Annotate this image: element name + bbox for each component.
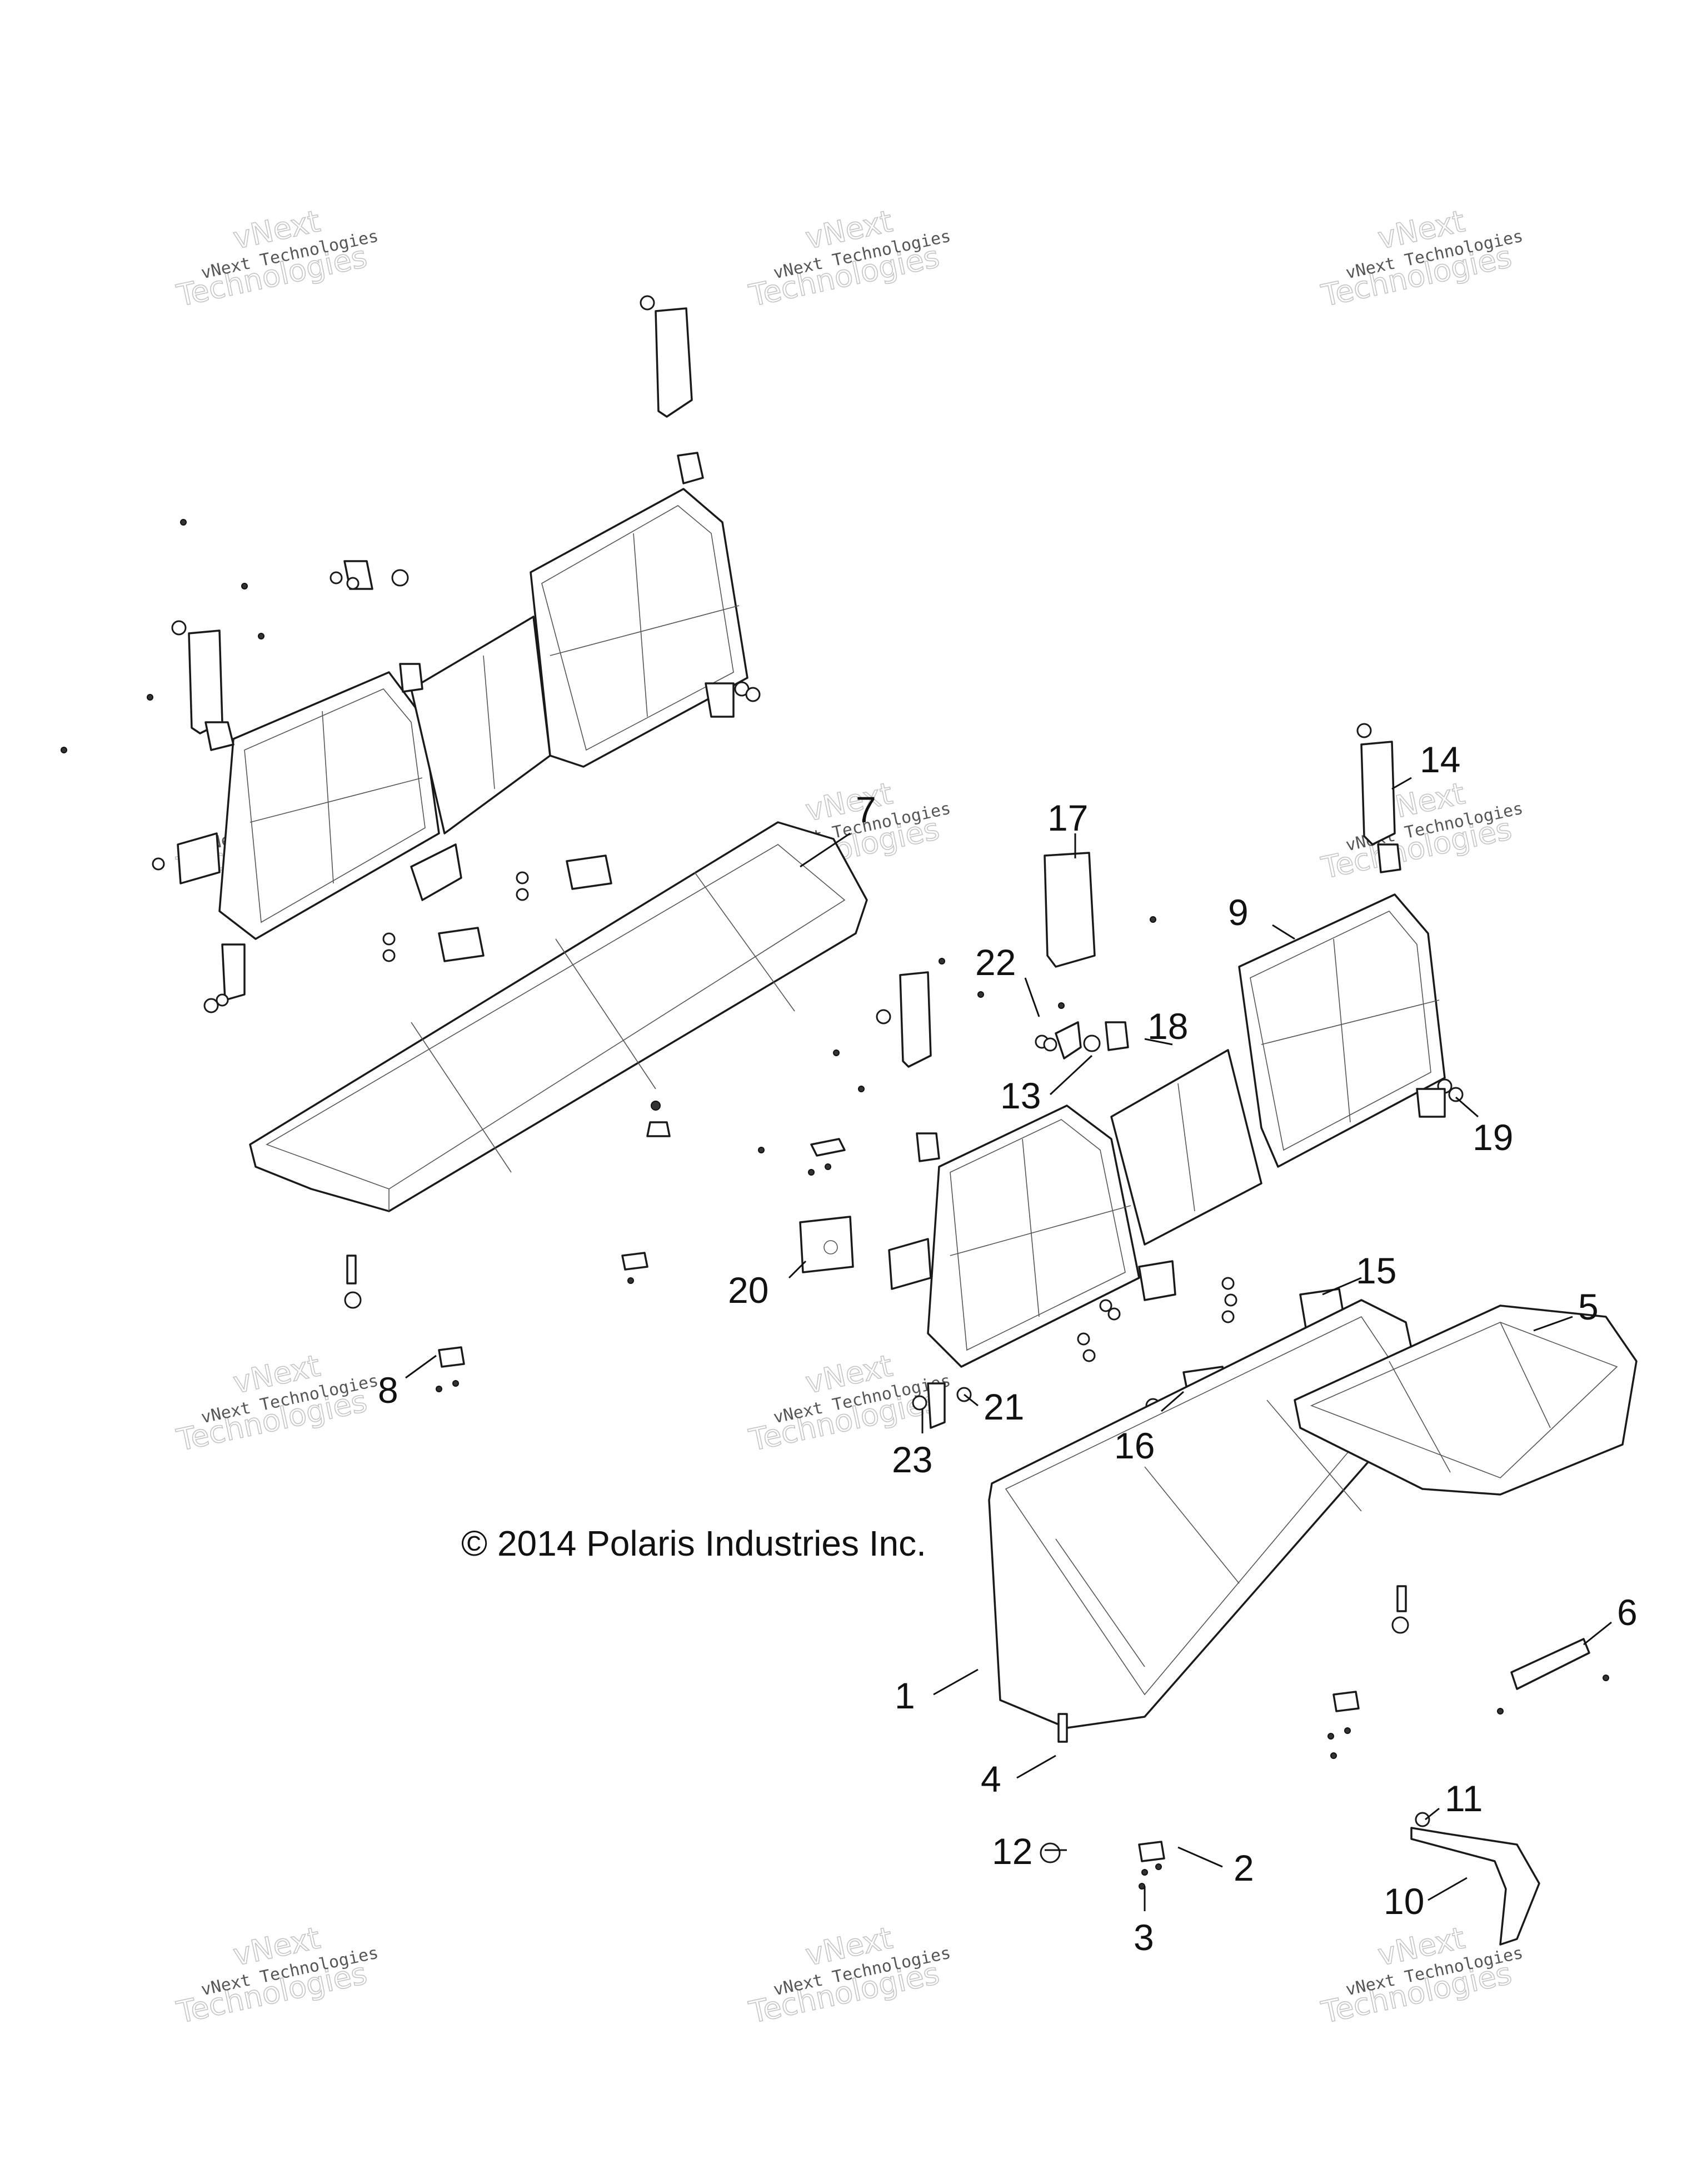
callout-21: 21	[984, 1386, 1024, 1427]
callout-14: 14	[1420, 739, 1460, 780]
retractor-icon	[1360, 741, 1396, 846]
seat-belt-cover-icon	[1044, 852, 1096, 968]
watermark: vNext Technologies vNext Technologies	[1318, 203, 1525, 313]
copyright-notice: © 2014 Polaris Industries Inc.	[461, 1523, 926, 1563]
watermark: vNext Technologies vNext Technologies	[173, 203, 380, 313]
callout-9: 9	[1228, 892, 1249, 933]
side-cover-icon	[1410, 1827, 1540, 1946]
watermark: vNext Technologies vNext Technologies	[1318, 1920, 1525, 2030]
bracket-icon	[438, 1346, 465, 1368]
rail-bracket-icon	[1510, 1638, 1590, 1690]
callout-2: 2	[1234, 1847, 1254, 1888]
watermark: vNext Technologies vNext Technologies	[173, 1347, 380, 1458]
block-icon	[799, 1216, 854, 1273]
front-seat-back-assembly	[927, 893, 1446, 1368]
bracket-icon	[810, 1138, 846, 1157]
callout-8: 8	[378, 1370, 398, 1411]
watermark: vNext Technologies vNext Technologies	[746, 1920, 952, 2030]
callout-5: 5	[1578, 1286, 1599, 1327]
rear-seat-hardware	[61, 295, 865, 1392]
lower-hardware	[1040, 1585, 1609, 1946]
callout-23: 23	[892, 1439, 932, 1480]
callout-10: 10	[1384, 1881, 1424, 1922]
callout-11: 11	[1445, 1778, 1483, 1819]
callout-1: 1	[895, 1675, 915, 1716]
buckle-icon	[566, 854, 612, 890]
front-seat-bottom	[988, 1299, 1424, 1729]
bracket-icon	[1138, 1841, 1165, 1862]
passenger-seat-bottom	[1294, 1305, 1638, 1496]
watermark: vNext Technologies vNext Technologies	[173, 1920, 380, 2030]
retractor-icon	[899, 971, 932, 1068]
watermark: vNext Technologies vNext Technologies	[1318, 775, 1525, 886]
callout-12: 12	[992, 1831, 1032, 1872]
retractor-icon	[188, 629, 223, 734]
callout-22: 22	[975, 942, 1016, 983]
watermark: vNext Technologies vNext Technologies	[746, 203, 952, 313]
anchor-icon	[1055, 1021, 1082, 1059]
buckle-icon	[438, 927, 485, 962]
callout-labels: 1 2 3 4 5 6 7 8 9 10 11 12 13 14 15 16 1…	[378, 739, 1638, 1958]
callout-18: 18	[1147, 1006, 1188, 1047]
retractor-icon	[655, 307, 693, 418]
callout-15: 15	[1356, 1250, 1396, 1291]
callout-7: 7	[856, 789, 876, 830]
callout-17: 17	[1047, 797, 1088, 838]
callout-19: 19	[1473, 1117, 1513, 1158]
callout-16: 16	[1114, 1425, 1155, 1466]
callout-6: 6	[1617, 1592, 1638, 1633]
callout-4: 4	[981, 1758, 1001, 1800]
leader-lines	[405, 777, 1612, 1911]
rear-seat-back-assembly	[218, 488, 748, 940]
callout-20: 20	[728, 1270, 768, 1311]
callout-3: 3	[1134, 1917, 1154, 1958]
rear-seat-bottom	[249, 821, 868, 1212]
callout-13: 13	[1000, 1075, 1041, 1116]
